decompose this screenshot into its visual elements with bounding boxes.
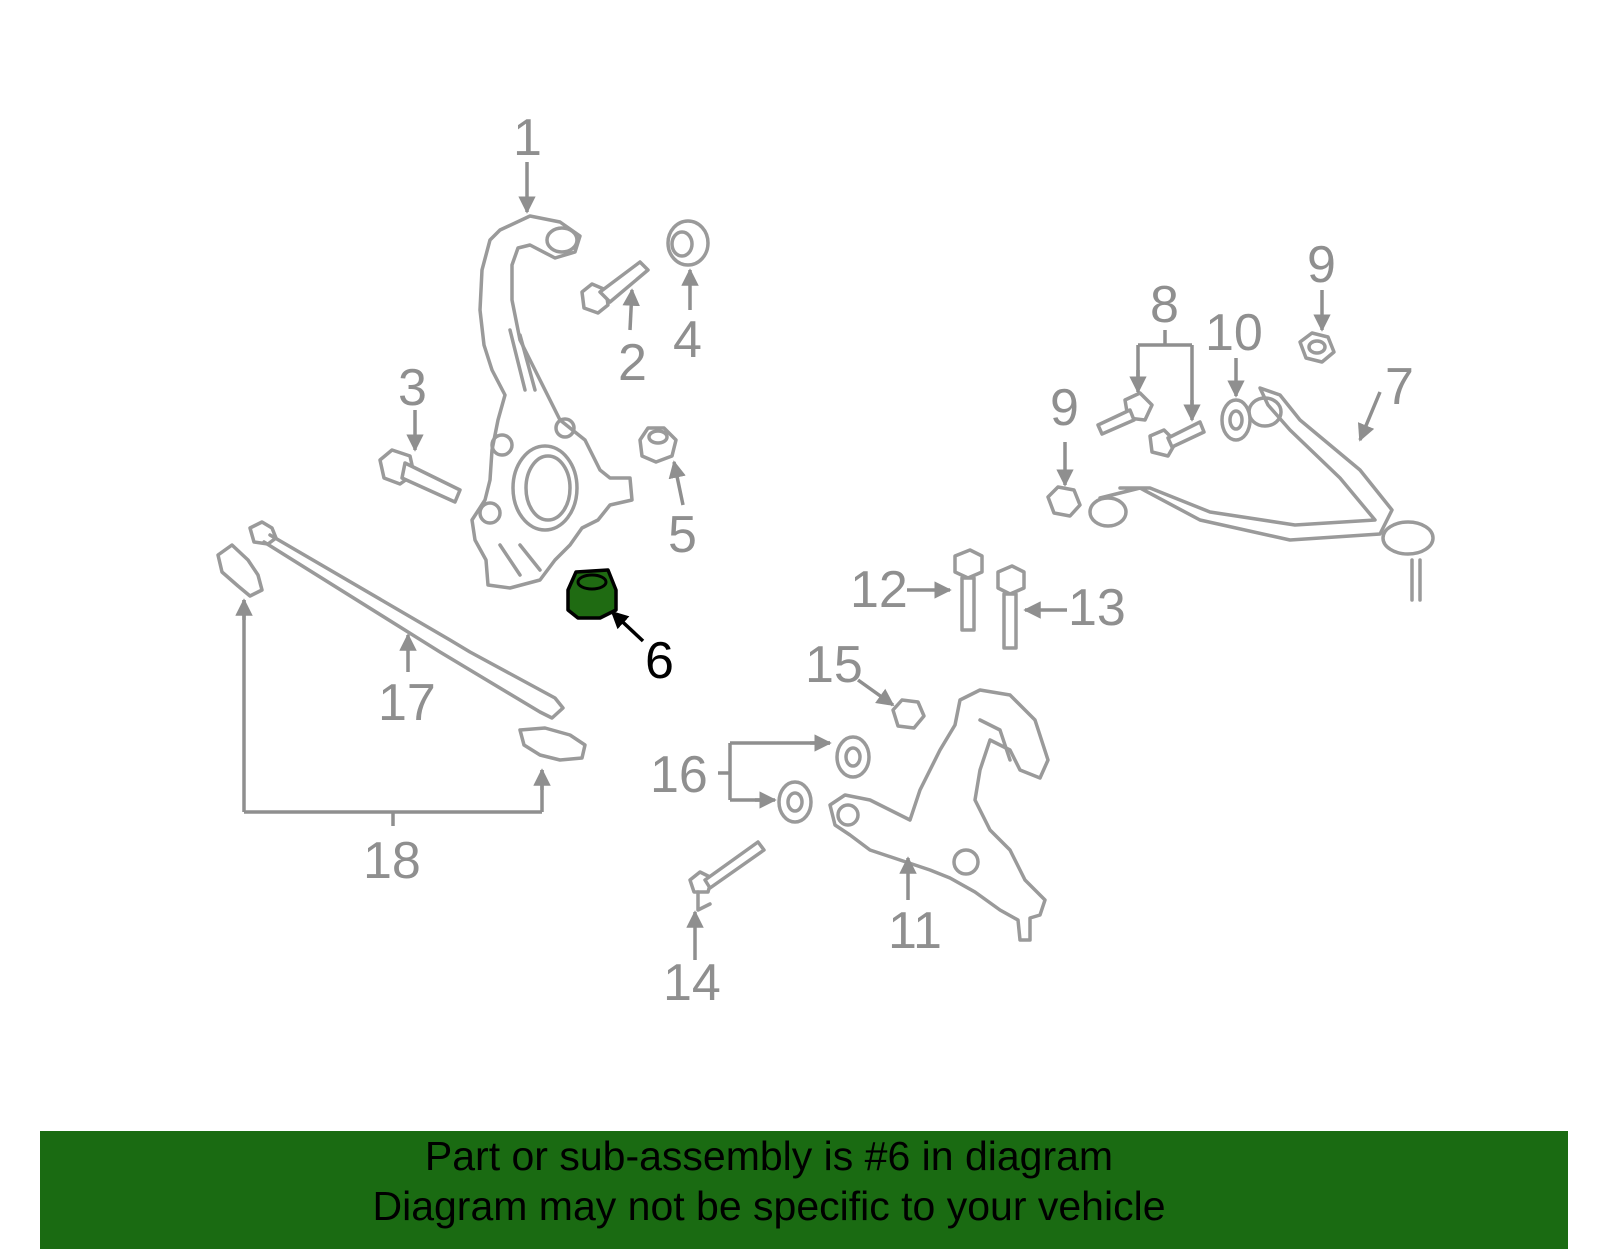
leader-7	[1357, 391, 1382, 442]
leader-2	[622, 288, 640, 331]
nut-part-9-lower[interactable]	[1046, 485, 1082, 518]
callout-5: 5	[668, 506, 697, 564]
callout-3: 3	[398, 359, 427, 417]
washer-part-10[interactable]	[1220, 398, 1252, 442]
callout-17: 17	[378, 674, 436, 732]
callout-15: 15	[805, 636, 863, 694]
banner-line-1: Part or sub-assembly is #6 in diagram	[424, 1133, 1114, 1179]
callout-12: 12	[850, 561, 908, 619]
upper-control-arm-part-7[interactable]	[1088, 386, 1435, 602]
bushing-part-4[interactable]	[666, 219, 710, 267]
callout-4: 4	[673, 311, 702, 369]
leader-18	[242, 600, 544, 826]
callout-16: 16	[650, 746, 708, 804]
steering-knuckle-part-1[interactable]	[470, 214, 634, 590]
lower-arm-part-11[interactable]	[828, 688, 1050, 942]
callout-9-lower: 9	[1050, 379, 1079, 437]
highlighted-part-6[interactable]	[566, 568, 618, 620]
callout-8: 8	[1150, 276, 1179, 334]
rod-part-17[interactable]	[248, 520, 565, 720]
callout-6: 6	[645, 632, 674, 690]
leader-16	[718, 741, 830, 802]
bolt-part-13[interactable]	[996, 564, 1026, 650]
callout-14: 14	[663, 954, 721, 1012]
nut-part-15[interactable]	[891, 698, 926, 730]
bracket-part-18[interactable]	[216, 543, 587, 762]
pin-part-14[interactable]	[688, 840, 766, 912]
callout-13: 13	[1068, 579, 1126, 637]
callout-1: 1	[513, 109, 542, 167]
callout-7: 7	[1385, 358, 1414, 416]
bolt-part-12[interactable]	[953, 548, 984, 632]
bolts-part-8[interactable]	[1096, 391, 1206, 458]
banner-line-2: Diagram may not be specific to your vehi…	[372, 1183, 1166, 1229]
callout-11: 11	[888, 902, 942, 960]
leader-5	[668, 460, 686, 506]
callout-9-upper: 9	[1307, 236, 1336, 294]
bolt-part-2[interactable]	[580, 260, 650, 315]
leader-6	[610, 610, 645, 643]
info-banner: Part or sub-assembly is #6 in diagram Di…	[40, 1131, 1568, 1249]
leader-15	[856, 678, 895, 707]
bolt-part-3[interactable]	[378, 448, 462, 504]
nut-part-5[interactable]	[638, 426, 678, 464]
nut-part-9-upper[interactable]	[1298, 331, 1336, 364]
callout-10: 10	[1205, 304, 1263, 362]
leader-8	[1136, 330, 1194, 415]
callout-18: 18	[363, 832, 421, 890]
callout-2: 2	[618, 334, 647, 392]
washers-part-16[interactable]	[777, 735, 871, 824]
